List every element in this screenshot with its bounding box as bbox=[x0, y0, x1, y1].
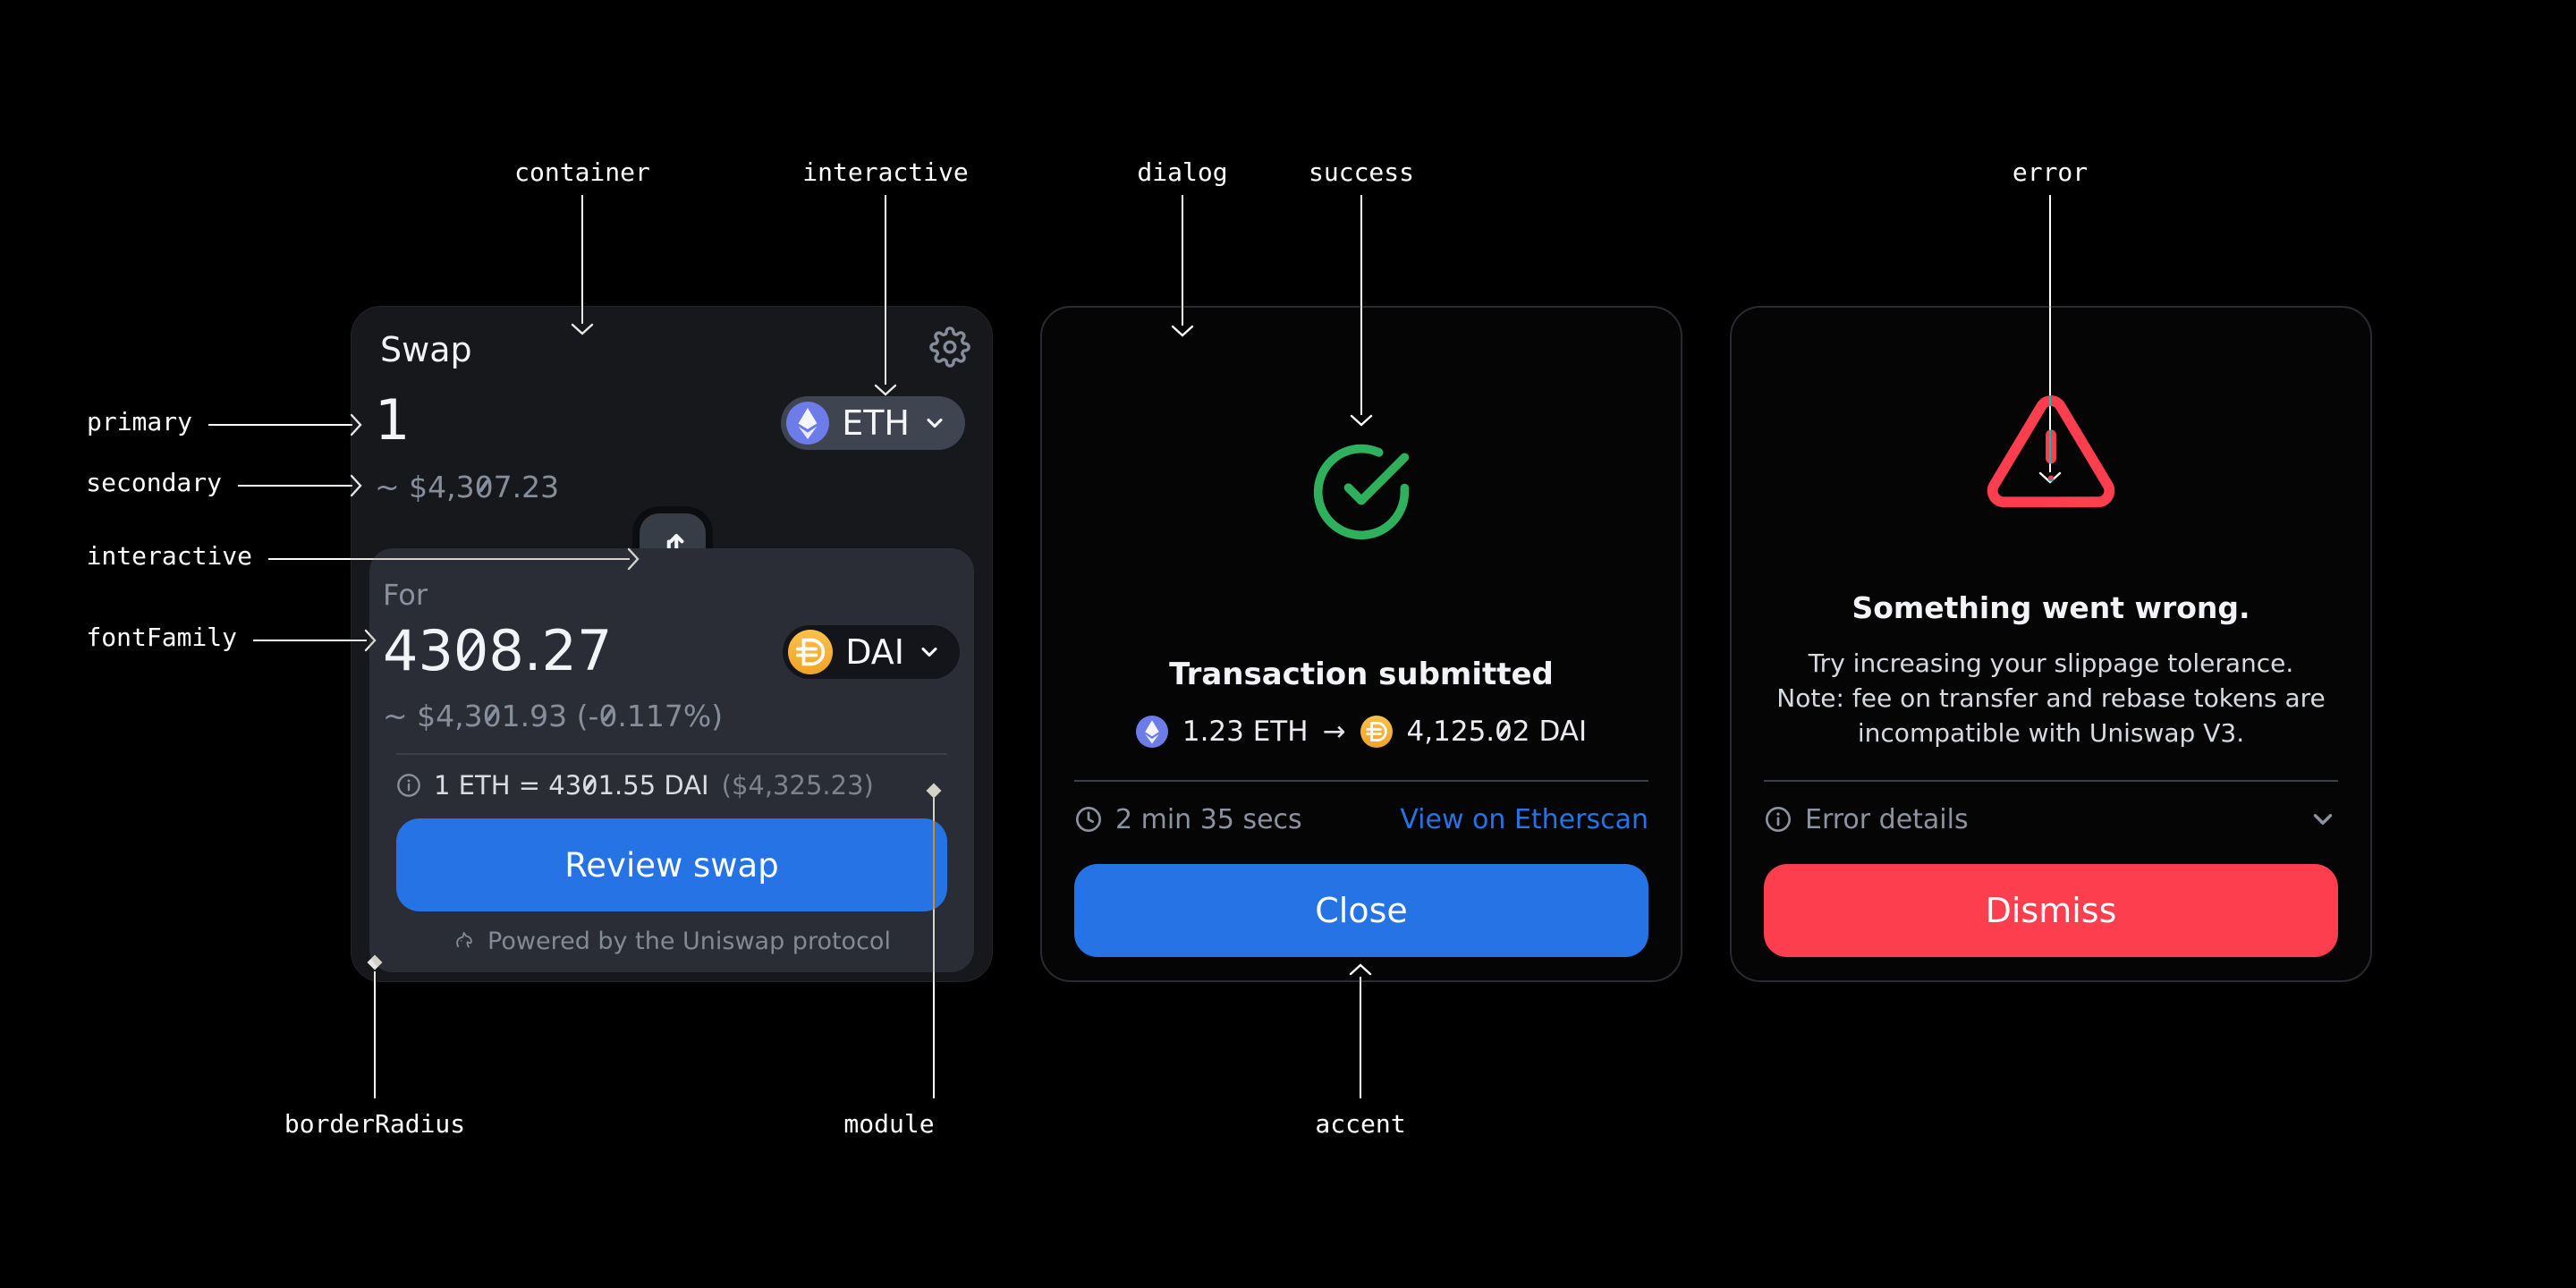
annotation-label-success: success bbox=[1308, 157, 1415, 187]
dai-icon bbox=[788, 630, 834, 674]
review-swap-button[interactable]: Review swap bbox=[396, 818, 947, 911]
annotation-label-interactive-top: interactive bbox=[802, 157, 969, 187]
buy-fiat-value: ~ $4,301.93 (-0.117%) bbox=[383, 699, 724, 733]
close-button[interactable]: Close bbox=[1074, 864, 1648, 957]
module-divider bbox=[396, 753, 947, 755]
sell-token-selector[interactable]: ETH bbox=[781, 396, 965, 450]
duration-text: 2 min 35 secs bbox=[1115, 803, 1302, 835]
settings-button[interactable] bbox=[929, 326, 970, 368]
warning-triangle-icon bbox=[1984, 385, 2118, 519]
protocol-footer: Powered by the Uniswap protocol bbox=[369, 928, 974, 955]
protocol-footer-text: Powered by the Uniswap protocol bbox=[487, 928, 891, 955]
dialog-divider bbox=[1074, 780, 1648, 782]
clock-icon bbox=[1074, 805, 1103, 834]
success-dialog: Transaction submitted 1.23 ETH → 4,125.0… bbox=[1040, 306, 1682, 982]
annotation-label-accent: accent bbox=[1315, 1109, 1406, 1139]
annotation-line bbox=[374, 971, 376, 1098]
annotation-label-borderRadius: borderRadius bbox=[284, 1109, 466, 1139]
dai-icon bbox=[1360, 716, 1393, 748]
swap-card: Swap 1 ETH ~ $4,307.23 bbox=[351, 306, 993, 982]
sell-fiat-value: ~ $4,307.23 bbox=[375, 470, 560, 504]
annotation-label-dialog: dialog bbox=[1137, 157, 1228, 187]
annotation-line bbox=[581, 195, 583, 324]
rate-row: 1 ETH = 4301.55 DAI ($4,325.23) bbox=[396, 768, 874, 802]
annotation-label-container: container bbox=[514, 157, 650, 187]
to-amount: 4,125.02 DAI bbox=[1406, 716, 1588, 748]
error-body-line: incompatible with Uniswap V3. bbox=[1857, 718, 2245, 748]
success-dialog-title: Transaction submitted bbox=[1169, 657, 1554, 692]
dialog-divider bbox=[1764, 780, 2338, 782]
error-details-row[interactable]: Error details bbox=[1764, 800, 2338, 839]
uniswap-unicorn-icon bbox=[453, 929, 477, 953]
buy-token-symbol: DAI bbox=[845, 632, 904, 672]
annotation-line bbox=[238, 485, 352, 487]
sell-token-symbol: ETH bbox=[842, 403, 910, 443]
arrow-right-icon: → bbox=[1322, 716, 1346, 748]
etherscan-link[interactable]: View on Etherscan bbox=[1400, 803, 1648, 835]
info-icon bbox=[1764, 805, 1792, 834]
chevron-down-icon bbox=[922, 411, 947, 436]
buy-label: For bbox=[383, 578, 428, 612]
annotation-label-interactive-left: interactive bbox=[86, 541, 252, 571]
swap-summary: 1.23 ETH → 4,125.02 DAI bbox=[1042, 716, 1681, 748]
buy-token-selector[interactable]: DAI bbox=[783, 625, 960, 679]
error-dialog-body: Try increasing your slippage tolerance. … bbox=[1732, 646, 2370, 750]
chevron-down-icon[interactable] bbox=[2308, 804, 2338, 835]
error-body-line: Try increasing your slippage tolerance. bbox=[1808, 648, 2294, 678]
exchange-rate: 1 ETH = 4301.55 DAI bbox=[434, 770, 709, 801]
eth-icon bbox=[786, 402, 830, 445]
status-row: 2 min 35 secs View on Etherscan bbox=[1074, 800, 1648, 839]
check-circle-icon bbox=[1309, 440, 1413, 544]
dismiss-button[interactable]: Dismiss bbox=[1764, 864, 2338, 957]
chevron-down-icon bbox=[917, 640, 942, 665]
annotation-line bbox=[253, 640, 367, 641]
annotation-label-module: module bbox=[843, 1109, 935, 1139]
buy-module: For 4308.27 DAI ~ $4,301.93 (-0.117%) bbox=[369, 548, 974, 972]
eth-icon bbox=[1135, 716, 1168, 748]
error-dialog: Something went wrong. Try increasing you… bbox=[1730, 306, 2372, 982]
annotation-label-fontFamily: fontFamily bbox=[86, 623, 237, 652]
info-icon[interactable] bbox=[396, 773, 421, 798]
from-amount: 1.23 ETH bbox=[1182, 716, 1309, 748]
annotation-line bbox=[1360, 977, 1361, 1098]
error-details-label: Error details bbox=[1805, 803, 1969, 835]
gear-icon bbox=[929, 326, 970, 368]
error-body-line: Note: fee on transfer and rebase tokens … bbox=[1776, 683, 2326, 713]
annotation-line bbox=[208, 424, 352, 426]
buy-amount-input[interactable]: 4308.27 bbox=[383, 618, 613, 683]
error-dialog-title: Something went wrong. bbox=[1852, 590, 2250, 625]
annotation-label-primary: primary bbox=[86, 407, 192, 436]
annotation-label-error: error bbox=[2012, 157, 2089, 187]
sell-amount-input[interactable]: 1 bbox=[375, 387, 411, 453]
annotation-label-secondary: secondary bbox=[86, 468, 222, 497]
exchange-rate-fiat: ($4,325.23) bbox=[721, 770, 874, 801]
swap-card-title: Swap bbox=[380, 330, 472, 369]
